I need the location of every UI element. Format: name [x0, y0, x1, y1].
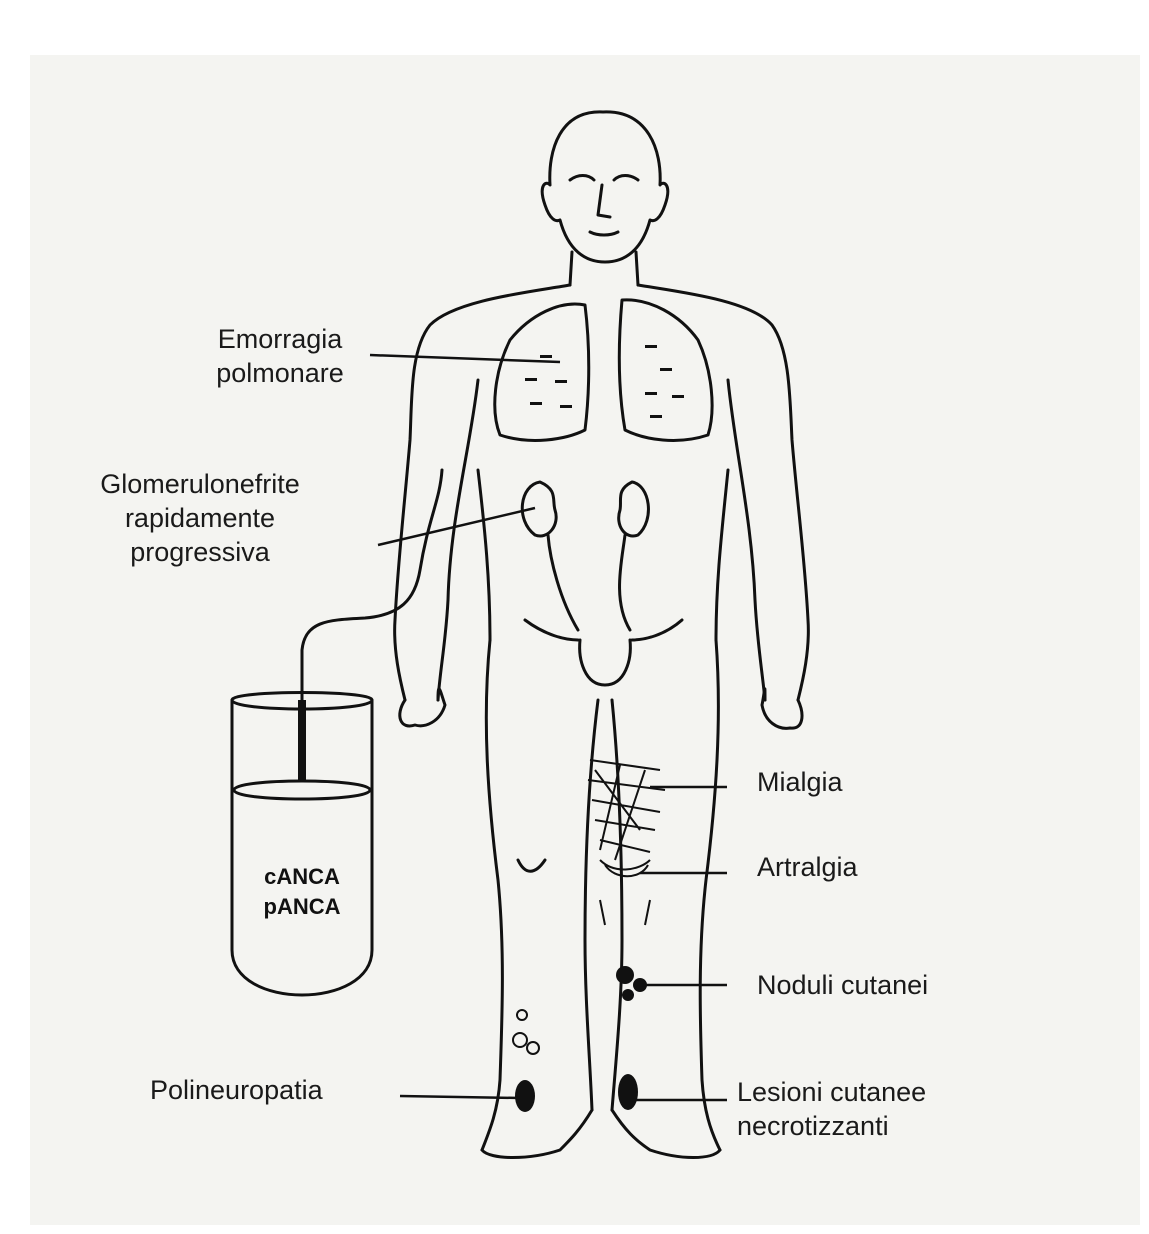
- label-kidney-line2: rapidamente: [55, 501, 345, 535]
- label-pulmonary-line2: polmonare: [180, 356, 380, 390]
- lung-dash: [555, 380, 567, 383]
- skin-nodule: [622, 989, 634, 1001]
- lung-dash: [525, 378, 537, 381]
- lung-dash: [530, 402, 542, 405]
- neuropathy-mark: [515, 1080, 535, 1112]
- label-polyneuropathy: Polineuropatia: [150, 1073, 323, 1107]
- lung-dash: [645, 392, 657, 395]
- label-necrotic-line1: Lesioni cutanee: [737, 1075, 926, 1109]
- lung-dash: [672, 395, 684, 398]
- label-kidney-line1: Glomerulonefrite: [55, 467, 345, 501]
- label-kidney-line3: progressiva: [55, 535, 345, 569]
- label-pulmonary: Emorragia polmonare: [180, 322, 380, 390]
- lung-dash: [560, 405, 572, 408]
- lung-dash: [650, 415, 662, 418]
- lung-dash: [540, 355, 552, 358]
- label-necrotic: Lesioni cutanee necrotizzanti: [737, 1075, 926, 1143]
- neck-right: [636, 252, 638, 285]
- label-nodules: Noduli cutanei: [757, 968, 928, 1002]
- lung-dash: [645, 345, 657, 348]
- paper-background: [30, 55, 1140, 1225]
- necrotic-lesion: [618, 1074, 638, 1110]
- tube-label: cANCA pANCA: [237, 862, 367, 922]
- skin-nodule: [616, 966, 634, 984]
- neck-left: [570, 252, 572, 285]
- tube-catheter-tip: [298, 700, 306, 780]
- label-necrotic-line2: necrotizzanti: [737, 1109, 926, 1143]
- label-kidney: Glomerulonefrite rapidamente progressiva: [55, 467, 345, 569]
- lung-dash: [660, 368, 672, 371]
- tube-label-canca: cANCA: [237, 862, 367, 892]
- tube-label-panca: pANCA: [237, 892, 367, 922]
- label-arthralgia: Artralgia: [757, 850, 858, 884]
- label-myalgia: Mialgia: [757, 765, 843, 799]
- label-pulmonary-line1: Emorragia: [180, 322, 380, 356]
